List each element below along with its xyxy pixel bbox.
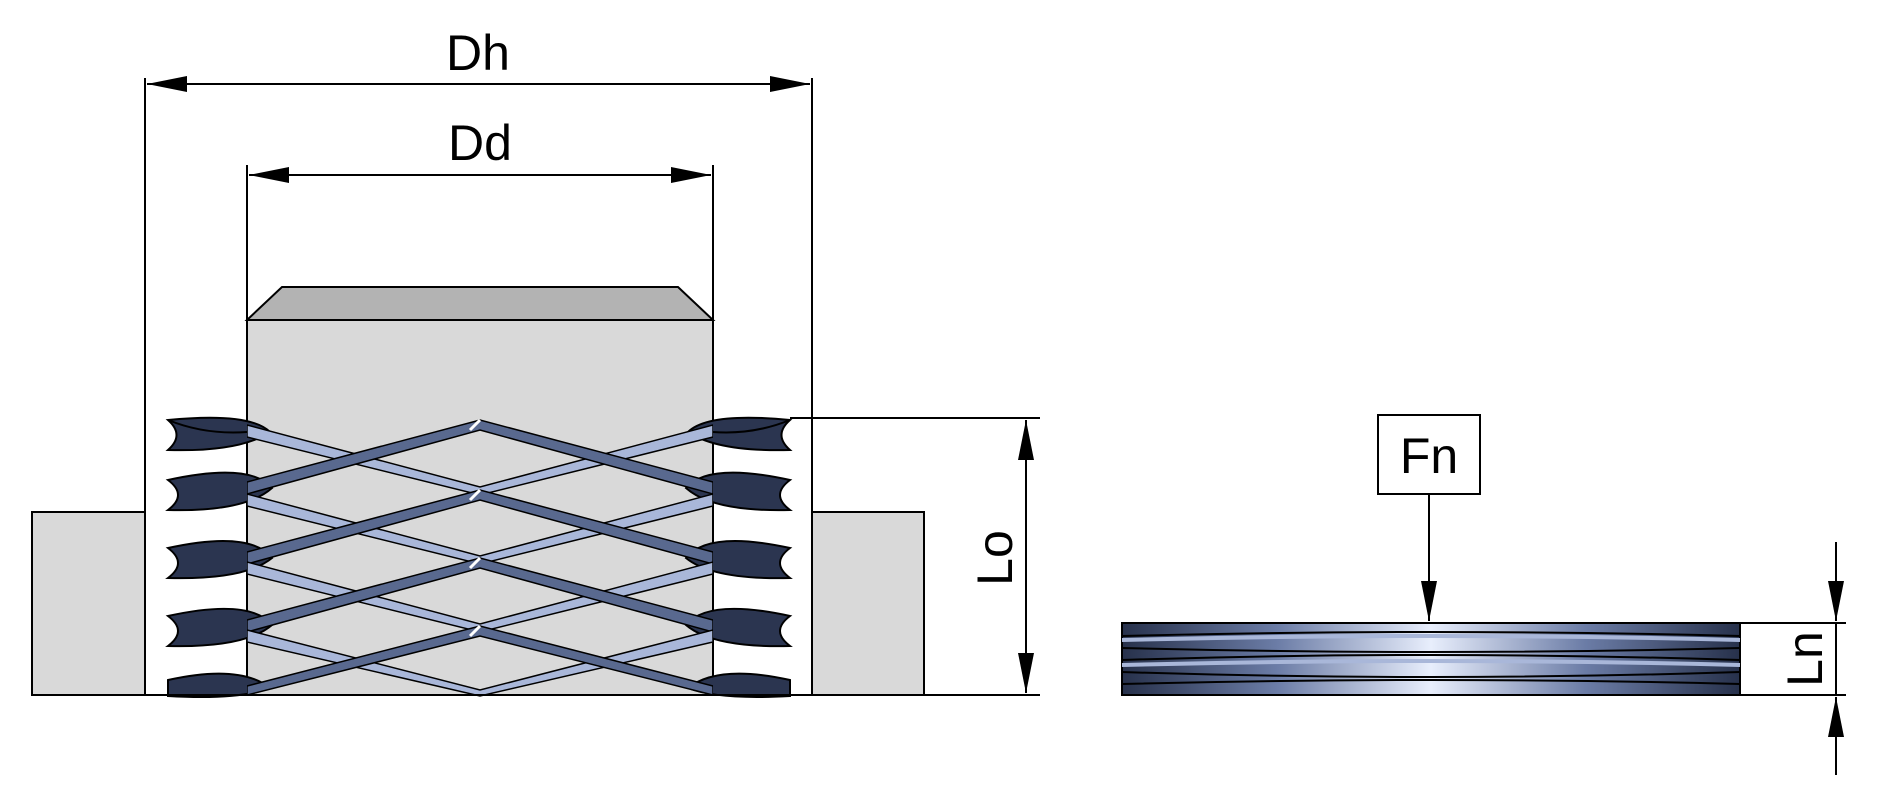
fn-label: Fn	[1400, 428, 1458, 484]
housing	[31, 511, 925, 696]
housing-right-block	[811, 511, 925, 696]
fn-label-box	[1377, 414, 1481, 495]
wave-spring-free	[165, 416, 793, 698]
spring-side-profile	[167, 419, 791, 434]
ln-label: Ln	[1777, 631, 1833, 687]
shaft	[244, 286, 716, 696]
dh-label: Dh	[446, 25, 510, 81]
dimension-lines	[32, 76, 1846, 775]
load-indicator	[1377, 414, 1481, 621]
lo-label: Lo	[967, 530, 1023, 586]
spring-wave-strips	[247, 418, 713, 697]
wave-spring-compressed	[1121, 622, 1741, 696]
housing-left-block	[31, 511, 146, 696]
dd-label: Dd	[448, 115, 512, 171]
shaft-body	[246, 319, 714, 696]
spring-left-coil-ends	[165, 416, 274, 698]
shaft-chamfer	[244, 286, 716, 321]
